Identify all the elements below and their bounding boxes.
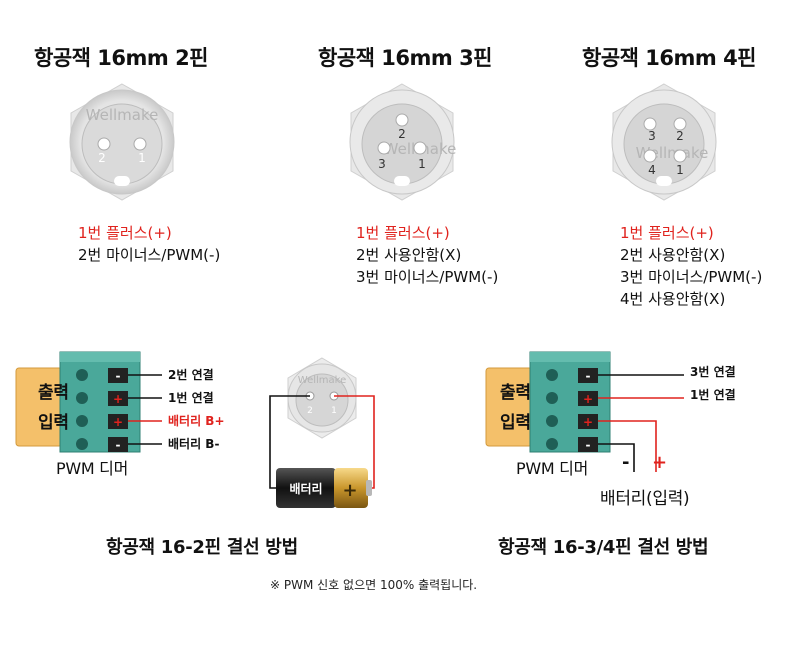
label-pwm-dimmer: PWM 디머 (56, 459, 128, 478)
terminal-mark: - (586, 369, 591, 383)
label-plus: + (652, 452, 668, 473)
pin-label-1: 1 (676, 163, 684, 177)
label-output: 출력 (38, 383, 69, 403)
pin-label-1: 1 (331, 406, 337, 416)
connector-2pin-image: Wellmake 2 1 (69, 83, 175, 201)
label-battery-input: 배터리(입력) (600, 489, 690, 509)
desc-3pin: 1번 플러스(+) 2번 사용안함(X) 3번 마이너스/PWM(-) (356, 222, 498, 288)
desc-line: 2번 마이너스/PWM(-) (78, 246, 221, 264)
desc-line: 4번 사용안함(X) (620, 290, 726, 308)
label-input-right: 입력 (500, 413, 531, 433)
title-3pin: 항공잭 16mm 3핀 (318, 46, 493, 70)
label-pin1-connect-right: 1번 연결 (690, 388, 736, 402)
caption-2pin: 항공잭 16-2핀 결선 방법 (106, 537, 298, 558)
desc-2pin: 1번 플러스(+) 2번 마이너스/PWM(-) (78, 222, 220, 266)
pin-label-2: 2 (676, 129, 684, 143)
title-2pin: 항공잭 16mm 2핀 (34, 46, 209, 70)
pin-label-1: 1 (138, 151, 146, 165)
terminal-mark: - (116, 438, 121, 452)
battery-body (276, 468, 336, 508)
label-input: 입력 (38, 413, 69, 433)
label-pin3-connect: 3번 연결 (690, 365, 736, 379)
terminal-mark: - (116, 369, 121, 383)
wiring-diagram-34pin: - + + - (485, 351, 684, 472)
pin-label-4: 4 (648, 163, 656, 177)
pin-label-2: 2 (398, 127, 406, 141)
pin-label-3: 3 (648, 129, 656, 143)
connector-3pin-image: Wellmake 2 3 1 (349, 83, 456, 201)
watermark-small: Wellmake (298, 375, 346, 386)
terminal-mark: + (113, 392, 123, 406)
label-battery-minus: 배터리 B- (168, 437, 220, 451)
label-minus: - (622, 452, 630, 473)
desc-line: 2번 사용안함(X) (356, 246, 462, 264)
desc-4pin: 1번 플러스(+) 2번 사용안함(X) 3번 마이너스/PWM(-) 4번 사… (620, 222, 762, 310)
label-output-right: 출력 (500, 383, 531, 403)
desc-line: 1번 플러스(+) (356, 224, 450, 242)
connector-4pin-image: Wellmake 3 2 4 1 (611, 83, 717, 201)
pin-label-2: 2 (307, 406, 313, 416)
desc-line: 3번 마이너스/PWM(-) (356, 268, 499, 286)
desc-line: 3번 마이너스/PWM(-) (620, 268, 763, 286)
wiring-diagram-2pin: - + + - Wellmake 2 1 배터리 + (15, 351, 375, 508)
desc-line: 2번 사용안함(X) (620, 246, 726, 264)
label-pin1-connect: 1번 연결 (168, 391, 214, 405)
watermark-2pin: Wellmake (86, 106, 159, 124)
terminal-mark: + (583, 392, 593, 406)
terminal-mark: - (586, 438, 591, 452)
label-pin2-connect: 2번 연결 (168, 368, 214, 382)
desc-line: 1번 플러스(+) (78, 224, 172, 242)
label-pwm-dimmer-right: PWM 디머 (516, 459, 588, 478)
label-battery-plus: 배터리 B+ (168, 414, 225, 428)
title-4pin: 항공잭 16mm 4핀 (582, 46, 757, 70)
pin-label-1: 1 (418, 157, 426, 171)
battery-label: 배터리 (289, 481, 322, 496)
terminal-mark: + (113, 415, 123, 429)
terminal-mark: + (583, 415, 593, 429)
pin-label-2: 2 (98, 151, 106, 165)
desc-line: 1번 플러스(+) (620, 224, 714, 242)
caption-34pin: 항공잭 16-3/4핀 결선 방법 (498, 537, 709, 558)
footnote: ※ PWM 신호 없으면 100% 출력됩니다. (270, 578, 478, 592)
pin-label-3: 3 (378, 157, 386, 171)
battery-plus-mark: + (342, 480, 357, 501)
